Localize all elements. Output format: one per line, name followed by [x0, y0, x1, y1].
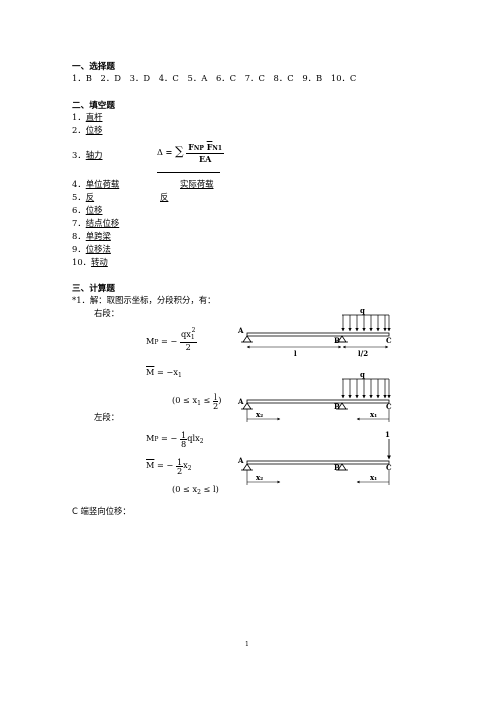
beam [246, 399, 390, 404]
right-mp-equation: MP = − qx12 2 [146, 327, 197, 352]
beam [246, 332, 390, 337]
right-segment-label: 右段： [94, 308, 120, 318]
fill-item-6: 6．位移 [72, 205, 103, 215]
span-l-label: l [294, 349, 297, 358]
pin-support-a [242, 463, 252, 471]
end-c-label: C [386, 336, 392, 345]
right-mbar-equation: M = −x1 [146, 367, 182, 379]
choice-answer: 10．C [330, 73, 357, 83]
coord-x1-label: x₁ [370, 473, 377, 482]
fill-item-3: 3．轴力 [72, 150, 103, 160]
c-vertical-displacement: C 端竖向位移： [72, 506, 131, 516]
choice-answer: 3．D [129, 73, 151, 83]
beam-diagram-1: q A B C l l/2 [237, 306, 392, 358]
distributed-load-arrows [341, 379, 391, 399]
coord-x2-label: x₂ [256, 473, 263, 482]
left-segment-label: 左段： [94, 412, 120, 422]
choice-answer: 5．A [187, 73, 208, 83]
support-b-label: B [334, 336, 340, 345]
axial-formula: Δ = ∑ FNP FN1 EA [157, 142, 225, 164]
unit-load-label: 1 [385, 430, 390, 439]
end-c-label: C [386, 402, 392, 411]
left-range: (0 ≤ x2 ≤ l) [172, 484, 219, 496]
choice-answer: 7．C [244, 73, 265, 83]
choice-answer: 4．C [158, 73, 179, 83]
fill-item-10: 10．转动 [72, 257, 108, 267]
choice-answer: 8．C [273, 73, 294, 83]
support-a-label: A [237, 326, 244, 335]
section1-title: 一、选择题 [72, 62, 115, 72]
section2-title: 二、填空题 [72, 101, 115, 111]
fill-item-7: 7．结点位移 [72, 218, 120, 228]
support-a-label: A [237, 397, 244, 406]
load-q-label: q [360, 306, 365, 315]
fill-item-5: 5．反 反 [72, 192, 169, 202]
span-l2-label: l/2 [358, 349, 368, 358]
choice-answers: 1．B 2．D 3．D 4．C 5．A 6．C 7．C 8．C 9．B 10．C [72, 73, 356, 83]
section3-title: 三、计算题 [72, 284, 115, 294]
support-b-label: B [334, 402, 340, 411]
end-c-label: C [386, 463, 392, 472]
beam-diagram-3: 1 A B C x₂ x₁ [237, 430, 392, 485]
choice-answer: 1．B [72, 73, 92, 83]
problem-statement: *1．解：取图示坐标，分段积分，有： [72, 295, 216, 305]
support-a-label: A [237, 456, 244, 465]
fill-item-9: 9．位移法 [72, 244, 111, 254]
page-number: 1 [245, 641, 249, 648]
distributed-load-arrows [341, 315, 391, 332]
pin-support-a [242, 402, 252, 410]
fill-item-2: 2．位移 [72, 125, 103, 135]
beam-diagram-2: q A B C x₂ x₁ [237, 370, 392, 422]
load-q-label: q [360, 370, 365, 379]
beam [246, 460, 390, 465]
pin-support-a [242, 335, 252, 343]
support-b-label: B [334, 463, 340, 472]
choice-answer: 2．D [100, 73, 121, 83]
fill-item-4: 4．单位荷载 实际荷载 [72, 179, 214, 189]
fill-item-1: 1．直杆 [72, 112, 103, 122]
coord-x1-label: x₁ [370, 410, 377, 419]
beam-diagrams: q A B C l l/2 q [237, 306, 392, 485]
choice-answer: 6．C [215, 73, 237, 83]
formula-blank-line [157, 172, 220, 173]
fill-item-8: 8．单跨梁 [72, 231, 111, 241]
coord-x2-label: x₂ [256, 410, 263, 419]
choice-answer: 9．B [302, 73, 323, 83]
